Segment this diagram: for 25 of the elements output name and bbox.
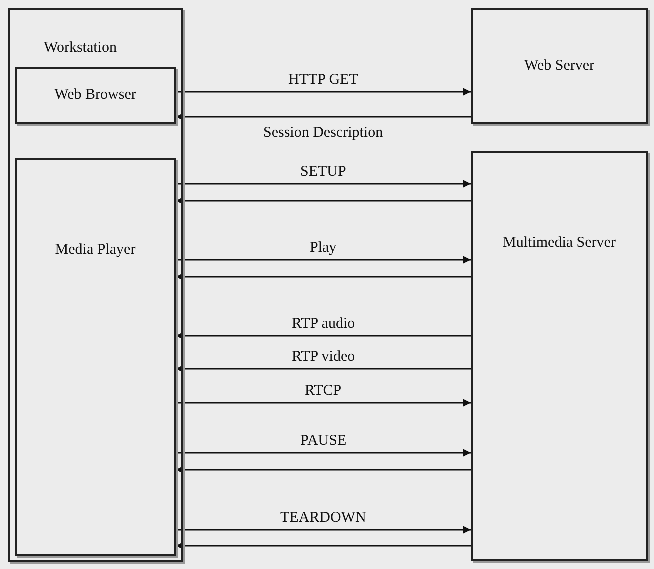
- arrow: [176, 332, 471, 340]
- server-box: [471, 8, 648, 124]
- node-label: Multimedia Server: [502, 235, 617, 252]
- arrow: [176, 113, 471, 121]
- edge-label: Session Description: [262, 125, 386, 141]
- arrow: [176, 526, 471, 534]
- arrow: [176, 197, 471, 205]
- browser-box: [15, 67, 176, 124]
- node-label: Web Browser: [54, 87, 138, 104]
- arrow: [176, 466, 471, 474]
- workstation-box: [8, 8, 183, 562]
- arrow: [176, 449, 471, 457]
- arrow: [176, 180, 471, 188]
- arrow: [176, 256, 471, 264]
- player-box: [15, 158, 176, 556]
- arrow: [176, 365, 471, 373]
- node-label: Web Server: [523, 58, 596, 75]
- arrow: [176, 399, 471, 407]
- arrow: [176, 542, 471, 550]
- arrow: [176, 88, 471, 96]
- node-label: Media Player: [54, 242, 137, 259]
- node-label: Workstation: [44, 40, 117, 57]
- edge-label: Play: [308, 240, 339, 256]
- server-box: [471, 151, 648, 561]
- arrow: [176, 273, 471, 281]
